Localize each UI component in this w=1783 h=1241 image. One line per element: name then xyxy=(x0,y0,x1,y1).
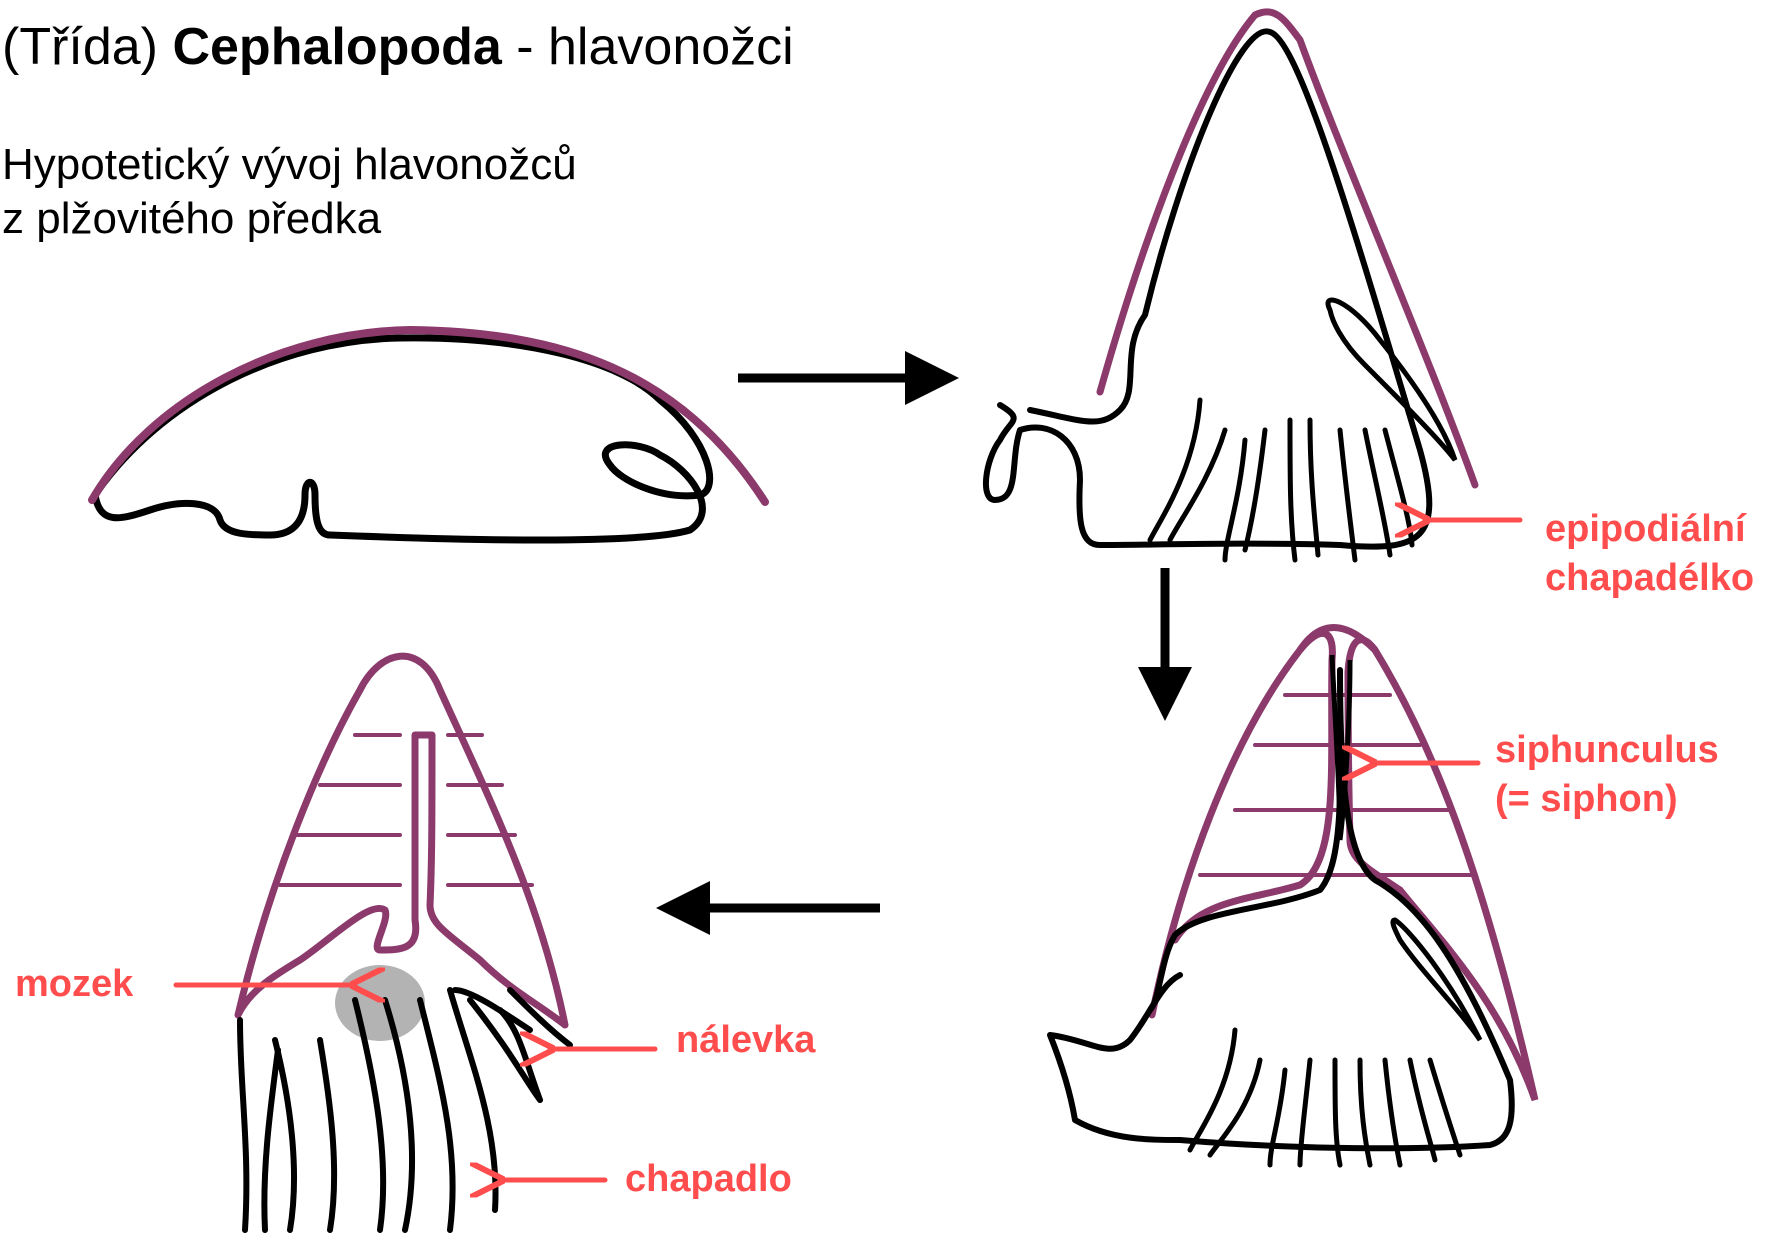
pointer-arrows xyxy=(176,520,1520,1180)
brain-blob xyxy=(335,965,425,1041)
stage-3-body xyxy=(1050,670,1512,1148)
label-siphunculus-line-2: (= siphon) xyxy=(1495,775,1719,824)
stage-3 xyxy=(1050,628,1535,1166)
label-epipodial: epipodiální chapadélko xyxy=(1545,505,1754,604)
stage-1-shell xyxy=(92,330,765,502)
stage-2 xyxy=(986,12,1475,560)
label-epipodial-line-1: epipodiální xyxy=(1545,505,1754,554)
stage-3-shell-left xyxy=(1152,633,1332,1015)
label-mozek: mozek xyxy=(15,960,133,1009)
stage-3-apex xyxy=(1300,628,1375,651)
stage-4 xyxy=(238,656,570,1230)
label-siphunculus-line-1: siphunculus xyxy=(1495,726,1719,775)
stage-1-ancestor xyxy=(92,330,765,540)
stage-3-shell-right xyxy=(1348,640,1535,1100)
stage-2-shell xyxy=(1100,12,1475,485)
stage-2-tentacles xyxy=(1150,400,1412,560)
label-nalevka: nálevka xyxy=(676,1016,815,1065)
label-epipodial-line-2: chapadélko xyxy=(1545,554,1754,603)
label-chapadlo: chapadlo xyxy=(625,1155,792,1204)
label-siphunculus: siphunculus (= siphon) xyxy=(1495,726,1719,825)
